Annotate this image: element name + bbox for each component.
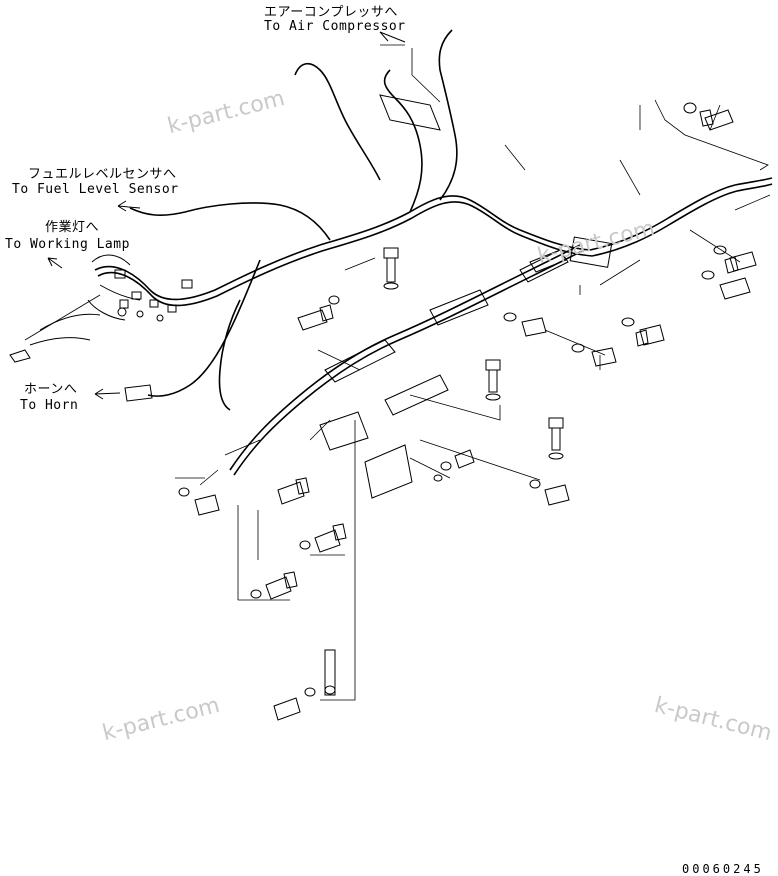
left-connector-cluster: [9, 254, 193, 363]
fuel-level-sensor-label-en: To Fuel Level Sensor: [12, 182, 179, 197]
bolts-and-washers: [178, 102, 757, 721]
direction-arrows: [47, 31, 406, 400]
drawing-code: 00060245: [682, 862, 764, 876]
fuel-level-sensor-label-jp: フュエルレベルセンサへ: [28, 167, 177, 182]
main-harness: [94, 29, 773, 476]
harness-clamps: [124, 94, 613, 499]
leader-lines: [24, 44, 771, 701]
horn-label-en: To Horn: [20, 398, 79, 413]
air-compressor-label-en: To Air Compressor: [264, 19, 406, 34]
working-lamp-label-en: To Working Lamp: [5, 237, 130, 252]
air-compressor-label-jp: エアーコンプレッサへ: [264, 5, 398, 20]
working-lamp-label-jp: 作業灯へ: [45, 220, 100, 235]
horn-label-jp: ホーンへ: [24, 382, 78, 397]
